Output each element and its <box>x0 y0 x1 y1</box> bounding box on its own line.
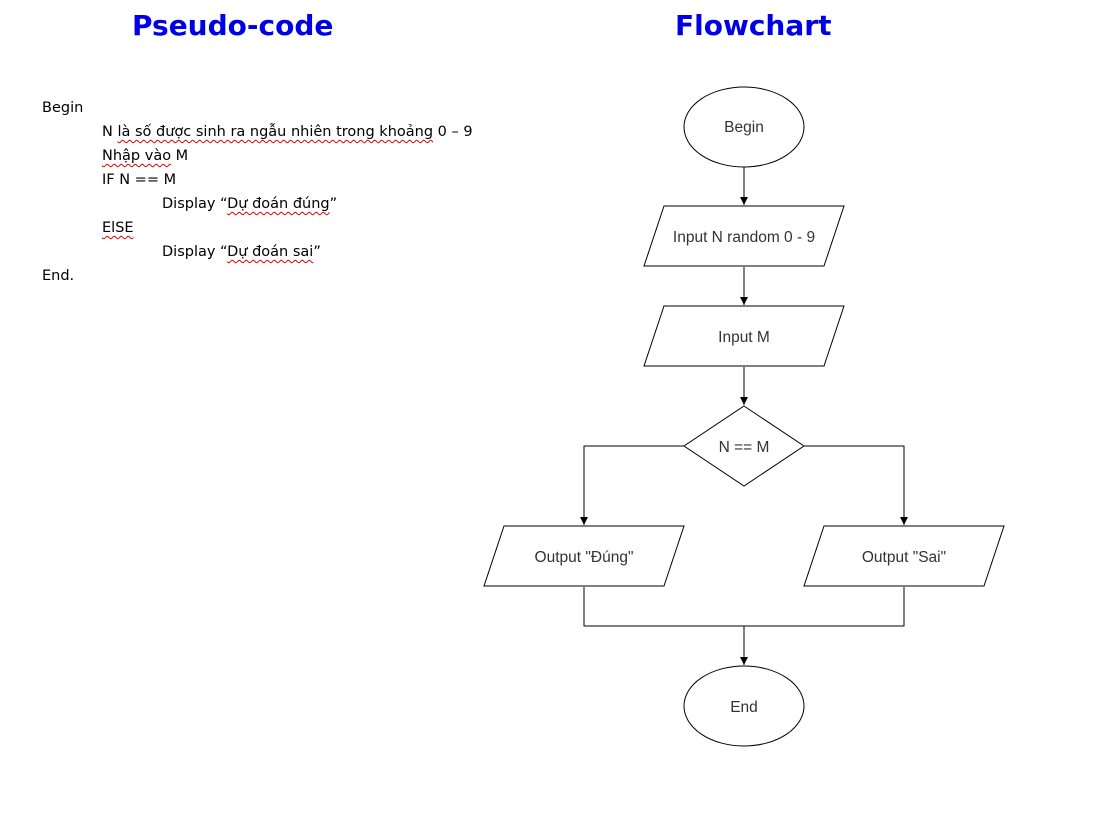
pseudo-display-false-msg: Dự đoán sai <box>227 244 314 260</box>
node-begin: Begin <box>683 86 805 168</box>
node-output-false-shape <box>803 525 1005 587</box>
pseudo-end: End. <box>42 268 75 284</box>
node-output-true-label: Output "Đúng" <box>535 549 634 566</box>
node-end-label: End <box>730 699 758 716</box>
node-input-m-shape <box>643 305 845 367</box>
pseudo-else-line: ElSE <box>42 216 473 240</box>
pseudo-random-desc: là số được sinh ra ngẫu nhiên trong khoả… <box>117 124 434 140</box>
pseudo-display-false-suffix: ” <box>313 244 321 260</box>
pseudo-display-true-prefix: Display “ <box>162 196 228 212</box>
pseudo-display-false-line: Display “Dự đoán sai” <box>42 240 473 264</box>
pseudo-code-block: Begin N là số được sinh ra ngẫu nhiên tr… <box>42 96 473 288</box>
node-end-shape <box>683 665 805 747</box>
pseudo-display-true-msg: Dự đoán đúng <box>227 196 330 212</box>
pseudo-display-true-suffix: ” <box>329 196 338 212</box>
node-output-true: Output "Đúng" <box>483 525 685 587</box>
node-output-false: Output "Sai" <box>803 525 1005 587</box>
node-output-true-shape <box>483 525 685 587</box>
pseudo-code-title: Pseudo-code <box>132 9 334 42</box>
edge-outputs-merge <box>583 587 905 627</box>
node-output-false-label: Output "Sai" <box>862 549 946 566</box>
pseudo-input-var: M <box>171 148 189 164</box>
node-begin-shape <box>683 86 805 168</box>
edge-decision-to-output-false <box>804 445 908 525</box>
pseudo-else-word: ElSE <box>102 220 134 236</box>
pseudo-begin: Begin <box>42 100 84 116</box>
node-input-n-label: Input N random 0 - 9 <box>673 229 815 246</box>
pseudo-display-false-prefix: Display “ <box>162 244 228 260</box>
pseudo-random-var: N <box>102 124 118 140</box>
pseudo-display-true-line: Display “Dự đoán đúng” <box>42 192 473 216</box>
node-input-n-shape <box>643 205 845 267</box>
node-decision: N == M <box>683 405 805 487</box>
pseudo-if-line: IF N == M <box>102 172 177 188</box>
edge-decision-to-output-true <box>580 445 684 525</box>
node-begin-label: Begin <box>724 119 764 136</box>
node-decision-label: N == M <box>719 439 770 456</box>
node-input-m-label: Input M <box>718 329 770 346</box>
node-decision-shape <box>683 405 805 487</box>
pseudo-input-line: Nhập vào M <box>42 144 473 168</box>
node-input-m: Input M <box>643 305 845 367</box>
pseudo-random-line: N là số được sinh ra ngẫu nhiên trong kh… <box>42 120 473 144</box>
node-input-n: Input N random 0 - 9 <box>643 205 845 267</box>
pseudo-random-range: 0 – 9 <box>433 124 473 140</box>
pseudo-input-word: Nhập vào <box>102 148 172 164</box>
flowchart-title: Flowchart <box>675 9 832 42</box>
node-end: End <box>683 665 805 747</box>
